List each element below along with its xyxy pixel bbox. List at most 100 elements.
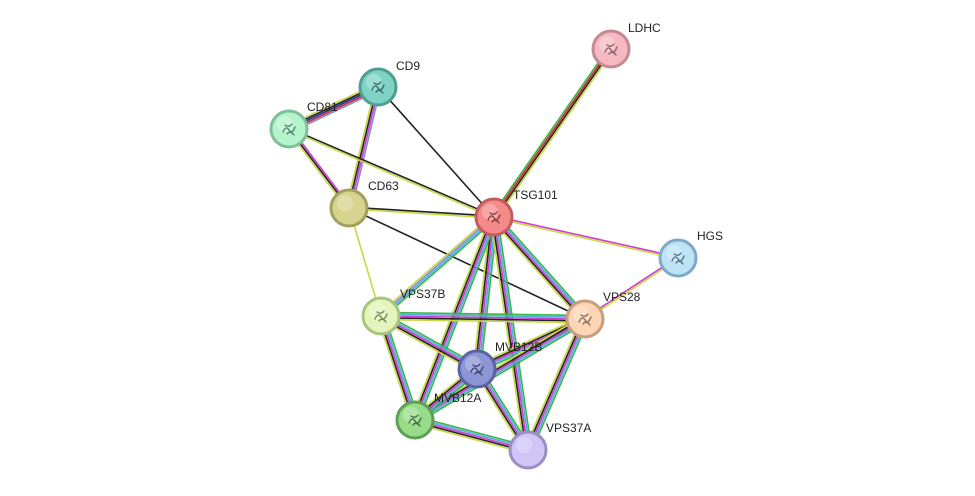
edge-evidence-line <box>414 318 586 421</box>
node-label: CD81 <box>307 100 338 114</box>
edge-evidence-line <box>493 216 529 451</box>
edge-evidence-line <box>380 318 586 324</box>
edges-layer <box>286 46 680 455</box>
edge-tsg101-ldhc[interactable] <box>490 46 615 220</box>
edge-evidence-line <box>413 420 529 453</box>
edge-evidence-line <box>474 314 585 367</box>
node-highlight <box>515 436 533 454</box>
edge-evidence-line <box>530 319 590 453</box>
node-label: HGS <box>697 229 723 243</box>
edge-evidence-line <box>494 215 588 319</box>
edge-evidence-line <box>414 417 530 450</box>
edge-evidence-line <box>495 49 615 220</box>
node-ldhc[interactable]: LDHC <box>591 21 661 69</box>
edge-evidence-line <box>490 218 584 323</box>
edge-evidence-line <box>493 48 613 219</box>
node-cd63[interactable]: CD63 <box>329 179 399 228</box>
protein-structure-icon <box>282 123 296 136</box>
edge-vps28-vps37a[interactable] <box>523 316 590 453</box>
edge-evidence-line <box>495 213 589 318</box>
edge-evidence-line <box>493 215 679 258</box>
edge-evidence-line <box>527 318 586 451</box>
edge-evidence-line <box>417 217 499 423</box>
edge-tsg101-vps37a[interactable] <box>489 215 533 452</box>
edge-evidence-line <box>380 316 586 322</box>
node-cd9[interactable]: CD9 <box>358 59 420 107</box>
edge-evidence-line <box>348 208 495 219</box>
edge-evidence-line <box>528 318 588 452</box>
edge-tsg101-hgs[interactable] <box>493 215 679 260</box>
edge-cd63-vps28[interactable] <box>348 207 586 320</box>
edge-evidence-line <box>288 127 496 217</box>
edge-evidence-line <box>380 313 586 319</box>
node-label: LDHC <box>628 21 661 35</box>
edge-evidence-line <box>489 216 526 452</box>
node-label: MVB12A <box>434 391 481 405</box>
protein-structure-icon <box>470 363 484 376</box>
edge-cd81-tsg101[interactable] <box>287 127 496 219</box>
edge-evidence-line <box>378 214 494 315</box>
node-highlight <box>481 203 499 221</box>
edge-vps37b-vps28[interactable] <box>380 311 586 324</box>
edge-cd9-cd63[interactable] <box>345 85 382 210</box>
edge-evidence-line <box>494 215 531 451</box>
edge-evidence-line <box>523 316 583 450</box>
edge-evidence-line <box>491 217 585 321</box>
node-circle <box>508 430 548 470</box>
edge-evidence-line <box>496 215 533 451</box>
node-vps28[interactable]: VPS28 <box>565 290 641 339</box>
node-highlight <box>336 194 354 212</box>
edge-evidence-line <box>348 207 586 320</box>
edge-evidence-line <box>377 86 495 218</box>
node-hgs[interactable]: HGS <box>658 229 723 278</box>
node-label: VPS37A <box>546 421 591 435</box>
edge-evidence-line <box>477 216 497 371</box>
protein-structure-icon <box>604 43 618 56</box>
edge-evidence-line <box>347 85 378 209</box>
node-mvb12b[interactable]: MVB12B <box>457 340 542 389</box>
node-circle <box>329 188 369 228</box>
edge-evidence-line <box>474 215 494 370</box>
edge-evidence-line <box>350 86 382 210</box>
protein-structure-icon <box>374 310 388 323</box>
node-label: TSG101 <box>513 188 558 202</box>
edge-tsg101-vps37b[interactable] <box>378 214 497 319</box>
edge-evidence-line <box>490 46 610 217</box>
edge-evidence-line <box>415 319 587 423</box>
edge-cd9-tsg101[interactable] <box>377 86 495 218</box>
edge-evidence-line <box>493 216 586 320</box>
protein-structure-icon <box>578 313 592 326</box>
protein-structure-icon <box>408 414 422 427</box>
node-label: VPS37B <box>400 287 445 301</box>
edge-evidence-line <box>413 422 528 455</box>
node-label: CD63 <box>368 179 399 193</box>
edge-evidence-line <box>491 216 528 452</box>
node-cd81[interactable]: CD81 <box>269 100 338 149</box>
protein-structure-icon <box>671 252 685 265</box>
node-highlight <box>464 355 482 373</box>
edge-cd63-tsg101[interactable] <box>348 206 495 219</box>
edge-evidence-line <box>415 415 530 448</box>
node-label: VPS28 <box>603 290 641 304</box>
edge-evidence-line <box>476 216 495 370</box>
protein-structure-icon <box>371 81 385 94</box>
edge-evidence-line <box>349 86 380 210</box>
edge-evidence-line <box>379 215 495 317</box>
node-highlight <box>665 244 683 262</box>
edge-evidence-line <box>345 85 377 209</box>
node-tsg101[interactable]: TSG101 <box>474 188 558 237</box>
edge-evidence-line <box>287 129 495 219</box>
node-label: CD9 <box>396 59 420 73</box>
node-mvb12a[interactable]: MVB12A <box>395 391 481 440</box>
node-vps37b[interactable]: VPS37B <box>361 287 445 336</box>
edge-evidence-line <box>380 311 586 317</box>
edge-evidence-line <box>381 218 497 319</box>
node-highlight <box>276 115 294 133</box>
node-highlight <box>598 35 616 53</box>
edge-tsg101-vps28[interactable] <box>490 213 589 323</box>
edge-evidence-line <box>380 315 586 320</box>
node-vps37a[interactable]: VPS37A <box>508 421 591 470</box>
node-highlight <box>365 73 383 91</box>
edge-evidence-line <box>416 321 588 424</box>
